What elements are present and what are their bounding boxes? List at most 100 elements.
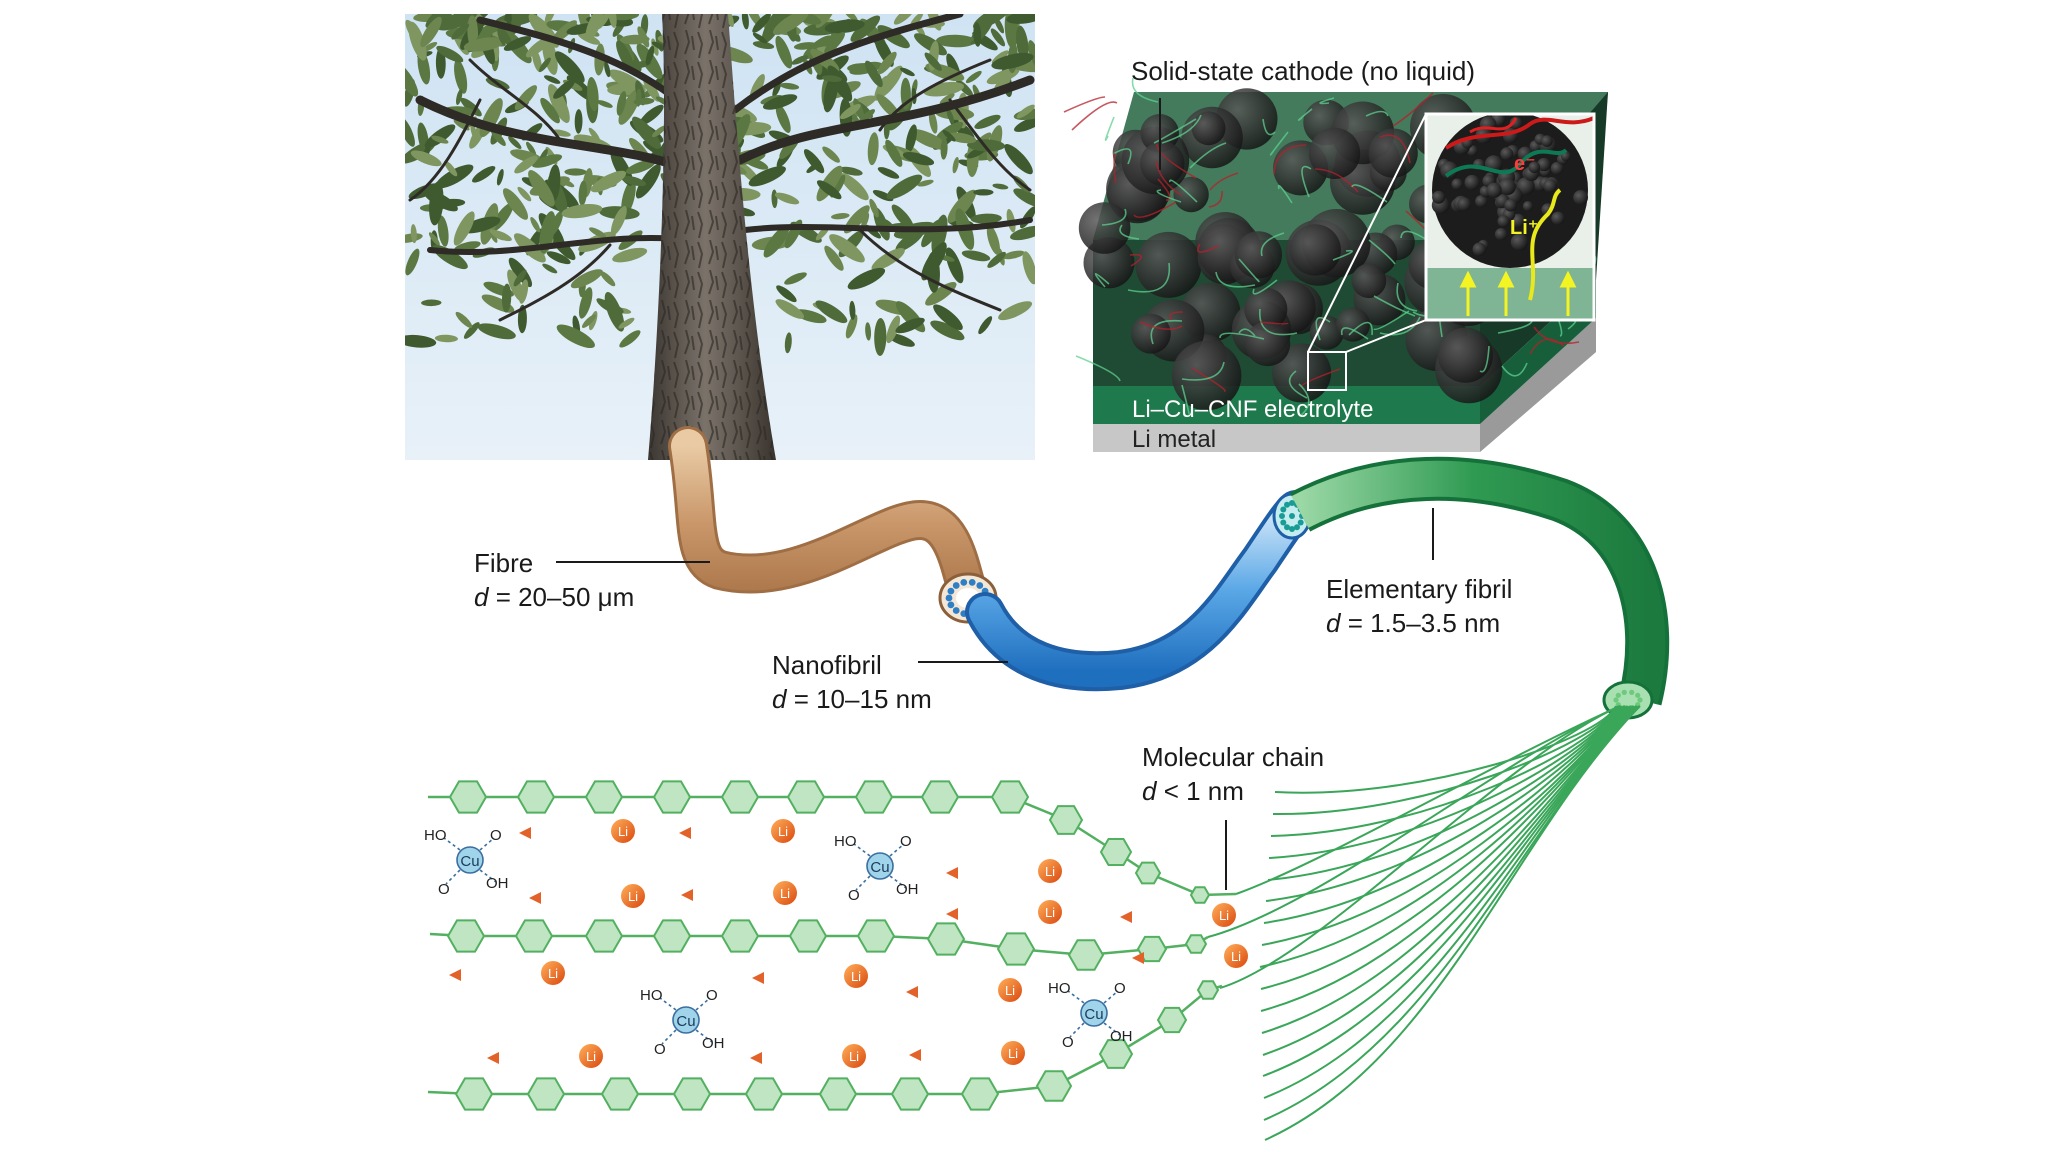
ion-arrows bbox=[1459, 270, 1577, 316]
active-particle bbox=[1244, 287, 1288, 331]
nanofibre-strand bbox=[1169, 311, 1184, 321]
active-particle bbox=[1245, 321, 1291, 367]
glucose-ring bbox=[1184, 934, 1208, 954]
lithium-ion: Li bbox=[771, 819, 795, 843]
leaf bbox=[1028, 40, 1035, 68]
leaf bbox=[849, 300, 856, 320]
active-particle bbox=[1171, 340, 1242, 411]
glucose-ring bbox=[1134, 861, 1162, 885]
active-particle bbox=[1309, 315, 1344, 350]
ion-path bbox=[1444, 116, 1594, 301]
molecular-strand bbox=[1265, 705, 1625, 902]
oxygen-bottom: O bbox=[654, 1041, 666, 1058]
glucose-ring bbox=[788, 919, 828, 953]
glucose-ring bbox=[744, 1077, 784, 1111]
leaf bbox=[528, 170, 555, 207]
nanofibre-strand bbox=[1238, 328, 1256, 337]
nanofibre-strand bbox=[1129, 253, 1143, 267]
lithium-symbol: Li bbox=[1219, 908, 1229, 923]
leaf bbox=[431, 135, 449, 144]
active-particle bbox=[1173, 176, 1209, 213]
leaf bbox=[463, 37, 505, 52]
leaf bbox=[802, 35, 833, 60]
leaf bbox=[645, 45, 655, 66]
leaf bbox=[616, 40, 634, 71]
leaf bbox=[610, 206, 627, 236]
lithium-atom bbox=[842, 1044, 866, 1068]
leaf bbox=[847, 267, 886, 290]
leaf bbox=[973, 22, 982, 47]
glucose-ring bbox=[672, 1077, 712, 1111]
lithium-symbol: Li bbox=[618, 824, 628, 839]
lithium-ion: Li bbox=[541, 961, 565, 985]
nanofibre-strand bbox=[1277, 184, 1293, 204]
lithium-ion: Li bbox=[611, 819, 635, 843]
leaf bbox=[877, 167, 900, 179]
lithium-ion: Li bbox=[773, 881, 797, 905]
leaf bbox=[886, 174, 923, 200]
nanofibre-strand bbox=[1133, 201, 1177, 218]
leaf bbox=[544, 75, 561, 84]
nanofibre-strand bbox=[1075, 355, 1121, 382]
copper-atom bbox=[866, 852, 894, 880]
leaf bbox=[619, 34, 650, 45]
magnified-inset bbox=[1426, 114, 1594, 320]
nanofibre-strand bbox=[1259, 308, 1298, 336]
leaf bbox=[618, 317, 635, 329]
lithium-symbol: Li bbox=[1008, 1046, 1018, 1061]
leaf bbox=[408, 21, 427, 61]
leaf bbox=[877, 65, 903, 98]
zoom-box bbox=[1307, 351, 1347, 391]
active-particle bbox=[1351, 263, 1387, 299]
leaf bbox=[940, 138, 948, 160]
leaf bbox=[410, 150, 442, 167]
glucose-ring bbox=[454, 1077, 494, 1111]
leaf bbox=[824, 32, 845, 54]
leaf bbox=[970, 213, 1002, 224]
leaf bbox=[502, 188, 529, 220]
leaf bbox=[513, 269, 527, 287]
leaf bbox=[1002, 250, 1025, 260]
nanofibre-strand bbox=[1157, 178, 1171, 201]
leaf bbox=[652, 125, 667, 138]
active-particle bbox=[1272, 343, 1332, 403]
leaf bbox=[496, 168, 504, 186]
nanofibre-strand bbox=[1153, 118, 1197, 144]
leaf bbox=[824, 19, 865, 34]
lithium-symbol: Li bbox=[1045, 905, 1055, 920]
copper-symbol: Cu bbox=[1084, 1006, 1103, 1023]
leaf bbox=[556, 324, 595, 349]
molecular-strand bbox=[1267, 705, 1623, 881]
lithium-atom bbox=[998, 978, 1022, 1002]
nanofibre-strand bbox=[1208, 190, 1223, 208]
lithium-symbol: Li bbox=[1005, 983, 1015, 998]
leaf bbox=[472, 166, 496, 183]
nanofibre-strand bbox=[1150, 319, 1183, 345]
hydroxyl-left: HO bbox=[1048, 980, 1071, 997]
cellulose-chains bbox=[427, 780, 1237, 1111]
nanofibre-strand bbox=[1351, 184, 1388, 203]
leaf bbox=[816, 165, 843, 202]
glucose-ring bbox=[960, 1077, 1000, 1111]
leaf bbox=[454, 59, 468, 94]
glucose-ring bbox=[514, 919, 554, 953]
leaf bbox=[886, 315, 901, 344]
leaf bbox=[547, 83, 570, 124]
lithium-atom bbox=[579, 1044, 603, 1068]
leaf bbox=[514, 155, 538, 174]
nanofibre-strand bbox=[1238, 258, 1260, 283]
nanofibre-strand bbox=[1273, 144, 1307, 175]
lithium-ion: Li bbox=[842, 1044, 866, 1068]
molecular-chain-label: Molecular chain d < 1 nm bbox=[1142, 740, 1324, 808]
leaf bbox=[779, 82, 800, 90]
leaf bbox=[539, 211, 556, 254]
active-particle bbox=[1234, 231, 1282, 279]
li-metal-layer bbox=[1093, 424, 1480, 452]
leaf bbox=[784, 272, 807, 285]
tree-trunk bbox=[648, 14, 776, 460]
nanofibre-strand bbox=[1340, 327, 1369, 340]
leaf bbox=[839, 166, 863, 176]
molecular-strand bbox=[1274, 705, 1617, 794]
